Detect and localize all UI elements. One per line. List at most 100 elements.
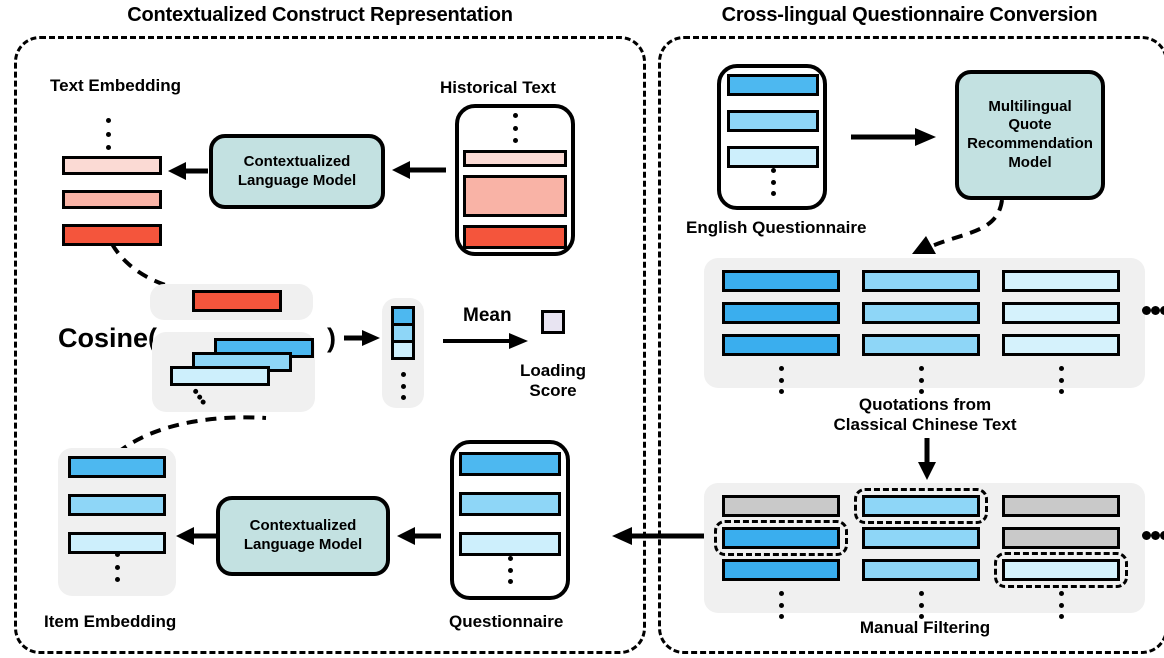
bar: [1002, 559, 1120, 581]
english-questionnaire-bars: [727, 74, 819, 168]
cosine-label: Cosine(: [58, 323, 158, 353]
bar: [459, 492, 561, 516]
manual-filtering-label: Manual Filtering: [859, 618, 991, 637]
arrow-quotations-to-filtering: [918, 438, 936, 480]
quotations-ellipsis: [1142, 306, 1164, 315]
bar: [1002, 270, 1120, 292]
bar: [862, 495, 980, 517]
filtering-column: [854, 488, 988, 619]
bar: [722, 302, 840, 324]
bar: [1002, 495, 1120, 517]
arrow-questionnaire-to-multilingual-model: [851, 128, 936, 146]
questionnaire-bars: [459, 452, 561, 556]
bar-wrapper[interactable]: [1002, 527, 1120, 549]
bar: [862, 334, 980, 356]
text-embedding-ellipsis: [105, 118, 111, 150]
item-embedding-ellipsis: [114, 552, 120, 582]
bar: [463, 225, 567, 249]
bar: [62, 156, 162, 175]
arrow-historical-to-model: [392, 161, 446, 179]
column-ellipsis: [918, 366, 924, 394]
bar: [463, 150, 567, 167]
bar-wrapper[interactable]: [862, 559, 980, 581]
bar: [68, 494, 166, 516]
arrow-questionnaire-to-model: [397, 527, 441, 545]
filtering-columns: [704, 483, 1164, 619]
right-panel-border: [658, 36, 1164, 654]
arrow-cosine-to-vector: [344, 330, 380, 346]
bar: [727, 146, 819, 168]
dashed-arrow-item-embedding-to-cosine: [102, 415, 267, 468]
bar: [459, 452, 561, 476]
quotations-label: Quotations from Classical Chinese Text: [833, 395, 1017, 434]
bar: [862, 270, 980, 292]
loading-score-label: Loading Score: [519, 361, 587, 400]
historical-text-ellipsis: [512, 113, 518, 143]
column-ellipsis: [1058, 366, 1064, 394]
english-questionnaire-label: English Questionnaire: [686, 218, 867, 237]
filtering-column: [714, 495, 848, 619]
bar: [1002, 302, 1120, 324]
bar: [722, 270, 840, 292]
bar: [722, 334, 840, 356]
bar-wrapper[interactable]: [1002, 495, 1120, 517]
bar-wrapper[interactable]: [722, 495, 840, 517]
arrow-mean: [443, 333, 528, 349]
cosine-close-paren: ): [327, 323, 336, 353]
arrow-model-to-item-embedding: [176, 527, 218, 545]
selected-bar-wrapper[interactable]: [714, 520, 848, 556]
text-embedding-label: Text Embedding: [50, 76, 181, 95]
bar: [1002, 527, 1120, 549]
dashed-arrow-model-to-quotations: [912, 199, 1004, 254]
filtering-column: [994, 495, 1128, 619]
filtering-ellipsis: [1142, 531, 1164, 540]
right-panel-title: Cross-lingual Questionnaire Conversion: [721, 4, 1098, 26]
selected-bar-wrapper[interactable]: [994, 552, 1128, 588]
bar-wrapper[interactable]: [722, 559, 840, 581]
bar: [62, 190, 162, 209]
cosine-item-bars: [152, 332, 315, 412]
cosine-construct-bar: [192, 290, 282, 312]
column-ellipsis: [1058, 591, 1064, 619]
column-ellipsis: [778, 591, 784, 619]
contextualized-language-model-bottom[interactable]: Contextualized Language Model: [216, 496, 390, 576]
bar: [862, 559, 980, 581]
bar: [722, 527, 840, 549]
column-ellipsis: [778, 366, 784, 394]
questionnaire-ellipsis: [507, 556, 513, 584]
item-embedding-bars: [68, 456, 166, 554]
bar: [68, 532, 166, 554]
quotation-columns: [704, 258, 1164, 394]
selection-ring: [854, 488, 988, 524]
contextualized-language-model-top[interactable]: Contextualized Language Model: [209, 134, 385, 209]
mean-label: Mean: [463, 305, 512, 326]
selected-bar-wrapper[interactable]: [854, 488, 988, 524]
bar: [463, 175, 567, 217]
bar: [727, 110, 819, 132]
bar-wrapper[interactable]: [862, 527, 980, 549]
selection-ring: [994, 552, 1128, 588]
text-embedding-bars: [62, 156, 162, 246]
english-questionnaire-ellipsis: [770, 168, 776, 196]
quotation-column: [862, 270, 980, 394]
similarity-vector-cells: [391, 306, 415, 360]
historical-text-bars: [463, 150, 567, 249]
item-embedding-label: Item Embedding: [44, 612, 177, 631]
left-panel-title: Contextualized Construct Representation: [127, 4, 513, 26]
similarity-vector-ellipsis: [400, 372, 406, 400]
questionnaire-label: Questionnaire: [449, 612, 564, 631]
bar: [727, 74, 819, 96]
quotation-column: [1002, 270, 1120, 394]
similarity-vector-cell: [391, 340, 415, 360]
column-ellipsis: [918, 591, 924, 619]
cosine-item-bar: [170, 366, 270, 386]
multilingual-quote-recommendation-model[interactable]: Multilingual Quote Recommendation Model: [955, 70, 1105, 200]
historical-text-label: Historical Text: [440, 78, 556, 97]
loading-score-square: [541, 310, 565, 334]
bar: [722, 559, 840, 581]
bar: [459, 532, 561, 556]
bar: [68, 456, 166, 478]
selection-ring: [714, 520, 848, 556]
arrow-model-to-text-embedding: [168, 162, 208, 180]
